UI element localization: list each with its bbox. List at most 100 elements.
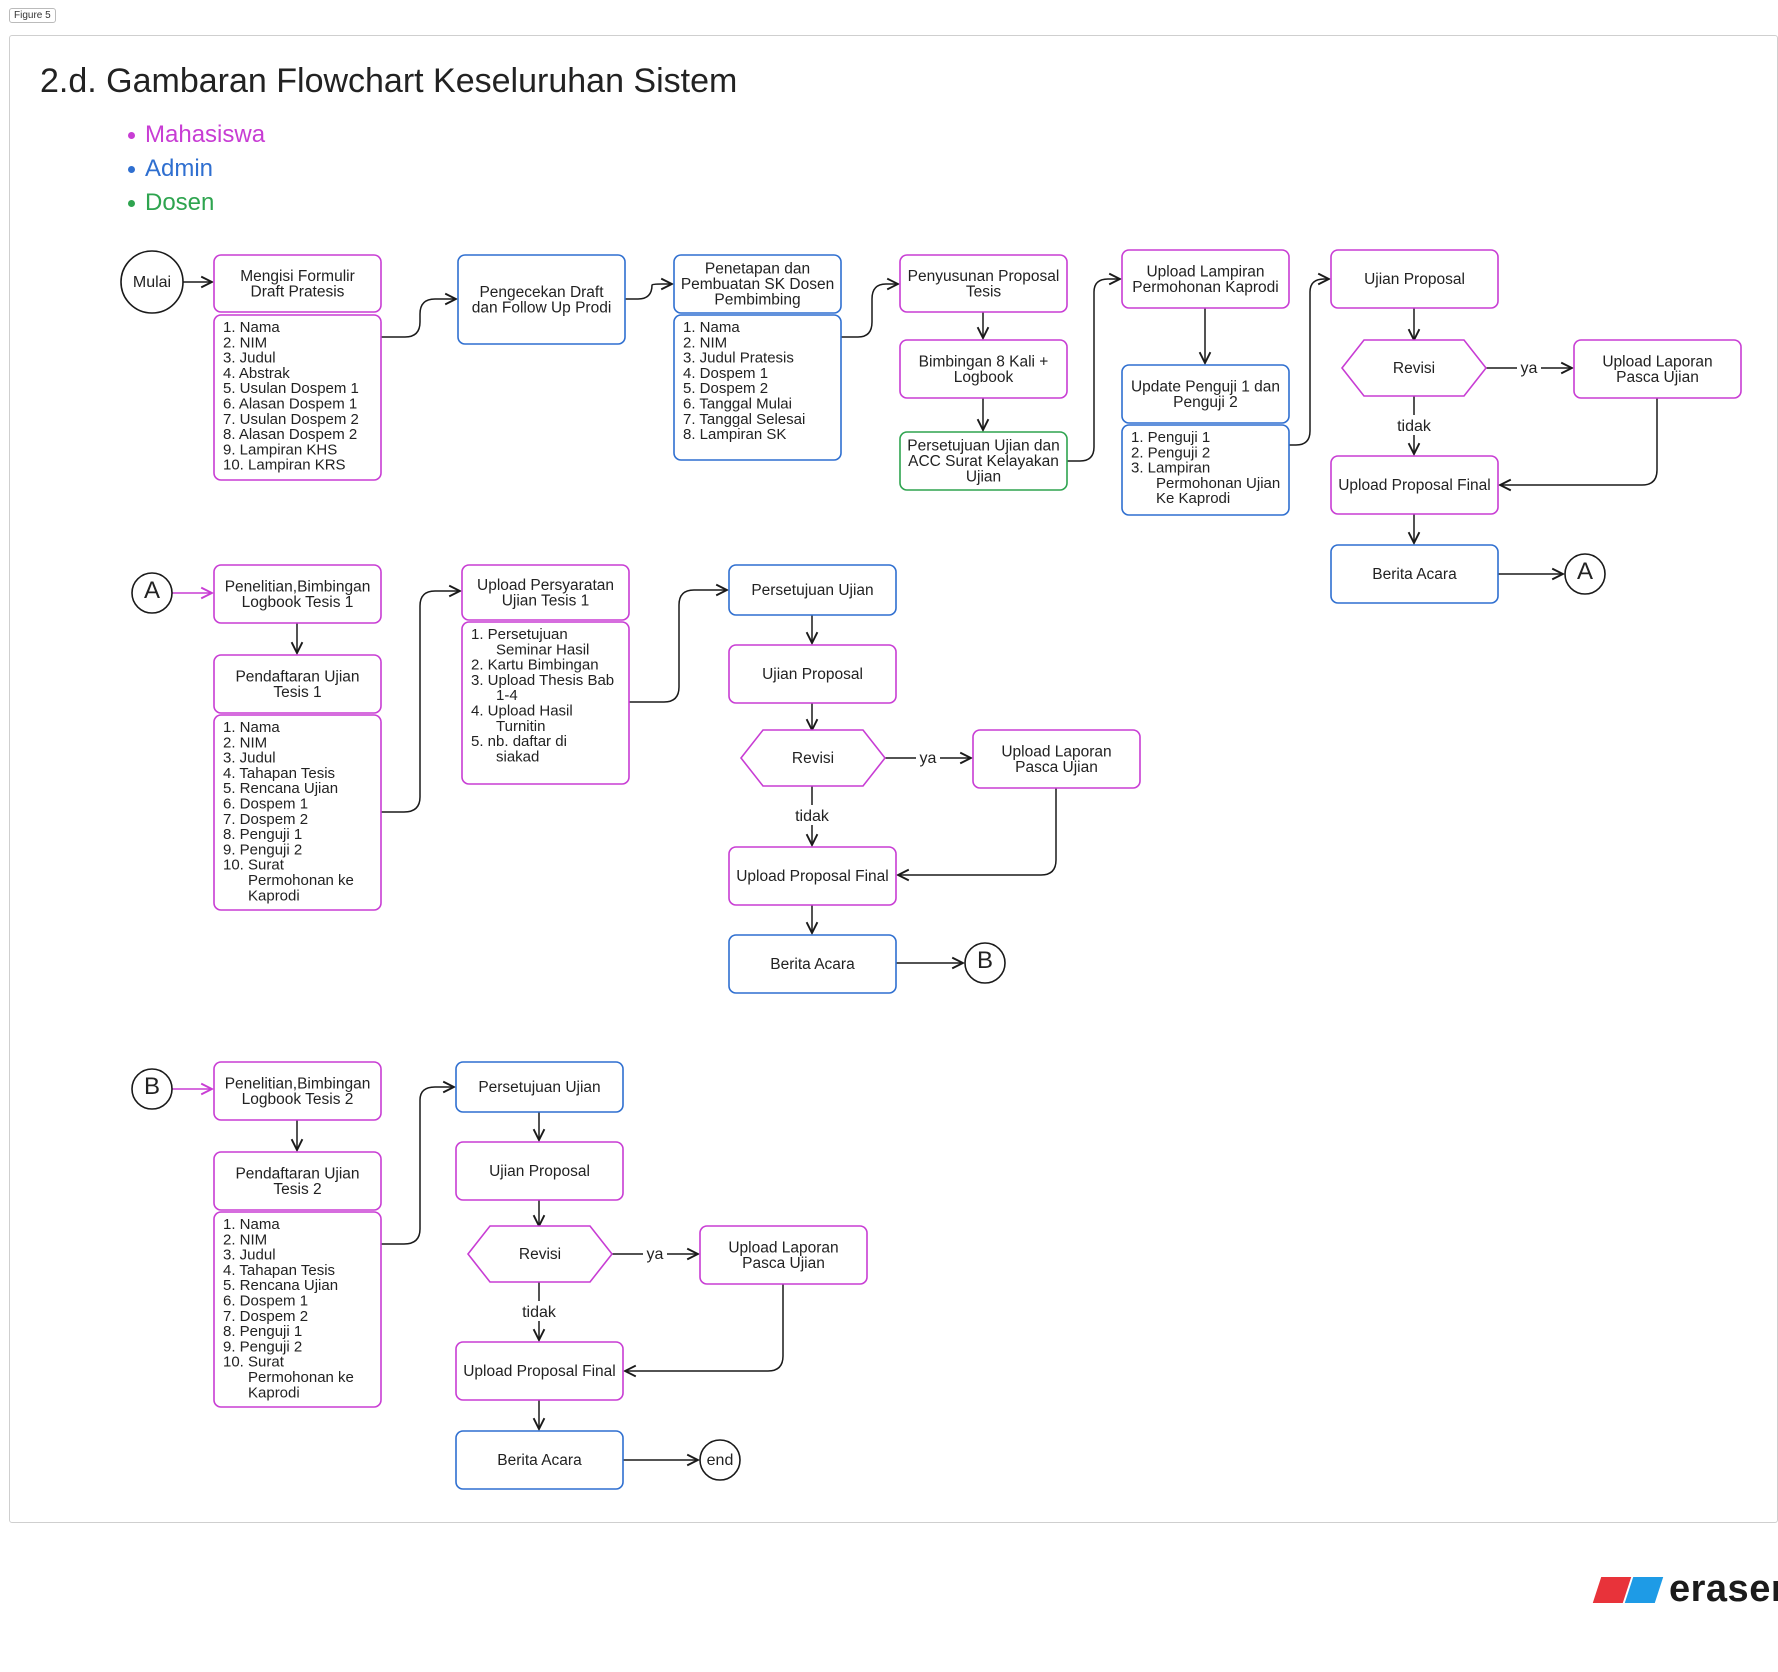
list-item-text: 5. Rencana Ujian [223, 780, 338, 797]
node-box [461, 621, 630, 785]
node-box [461, 564, 630, 621]
n-persetujuan3-node: Persetujuan Ujian [455, 1061, 624, 1113]
c-a-in-node: A [131, 572, 173, 614]
list-item-text: Kaprodi [248, 1384, 300, 1401]
list-item-text: 1. Persetujuan [471, 626, 568, 643]
edge-label-tidak: tidak [1397, 418, 1432, 435]
legend-item-dosen: Dosen [128, 186, 265, 220]
list-item-text: 4. Tahapan Tesis [223, 765, 335, 782]
node-label: Pembimbing [714, 292, 800, 309]
list-item-text: 3. Judul Pratesis [683, 350, 794, 367]
edge-label-ya: ya [647, 1246, 664, 1263]
connector-arrow [898, 788, 1057, 875]
node-label: Pendaftaran Ujian [235, 668, 359, 685]
node-label: Penelitian,Bimbingan [225, 578, 371, 595]
list-item-text: 2. NIM [683, 334, 727, 351]
connector-arrow [841, 284, 898, 338]
connectors [172, 279, 1658, 1460]
node-label: Upload Persyaratan [477, 577, 614, 594]
node-label: ACC Surat Kelayakan [908, 453, 1059, 470]
node-label: Ujian Proposal [489, 1163, 590, 1180]
list-item-text: 1-4 [496, 687, 518, 704]
eraser-logo-icon [1592, 1576, 1664, 1603]
node-label: Upload Proposal Final [736, 868, 889, 885]
list-item-text: 5. Dospem 2 [683, 380, 768, 397]
connector-circle [1564, 553, 1606, 595]
list-item-text: siakad [496, 748, 539, 765]
node-label: Upload Laporan [1001, 743, 1111, 760]
node-box [455, 1341, 624, 1401]
node-box [699, 1225, 868, 1285]
node-label: Pasca Ujian [1616, 369, 1699, 386]
node-box [728, 644, 897, 704]
node-label: Draft Pratesis [251, 283, 345, 300]
c-a-out-node: A [1564, 553, 1606, 595]
node-label: Ujian Tesis 1 [502, 592, 590, 609]
list-item-text: 6. Dospem 1 [223, 796, 308, 813]
node-box [899, 339, 1068, 399]
connector-arrow [381, 1087, 454, 1245]
node-label: Permohonan Kaprodi [1132, 279, 1279, 296]
node-label: end [707, 1452, 734, 1469]
node-box [728, 846, 897, 906]
edge-label-ya: ya [1521, 360, 1538, 377]
node-label: Upload Lampiran [1146, 263, 1264, 280]
list-item-text: 7. Dospem 2 [223, 1308, 308, 1325]
list-item-text: 5. Rencana Ujian [223, 1277, 338, 1294]
diagram-title: 2.d. Gambaran Flowchart Keseluruhan Sist… [40, 62, 738, 100]
node-label: Berita Acara [1372, 566, 1457, 583]
n-persetujuan2-node: Persetujuan Ujian [728, 564, 897, 616]
n-final3-node: Upload Proposal Final [455, 1341, 624, 1401]
node-box [455, 1141, 624, 1201]
connector-circle [699, 1439, 741, 1481]
list-item-text: 1. Nama [223, 319, 280, 336]
decision-shape [739, 729, 887, 787]
list-item-text: 7. Dospem 2 [223, 811, 308, 828]
figure-label: Figure 5 [9, 8, 56, 23]
list-item-text: 3. Lampiran [1131, 460, 1210, 477]
decision-shape [466, 1225, 614, 1283]
list-item-text: 8. Penguji 1 [223, 1323, 302, 1340]
list-item-text: 1. Nama [223, 719, 280, 736]
n-berita3-node: Berita Acara [455, 1430, 624, 1490]
connector-circle [120, 250, 184, 314]
node-box [972, 729, 1141, 789]
list-item-text: 4. Upload Hasil [471, 703, 573, 720]
list-item-text: 2. NIM [223, 1231, 267, 1248]
node-label: Pendaftaran Ujian [235, 1165, 359, 1182]
d-revisi3-node: Revisi [466, 1225, 614, 1283]
node-label: A [1577, 558, 1593, 585]
eraser-logo: eraser [1592, 1568, 1778, 1611]
connector-arrow [381, 299, 456, 338]
list-item-text: 9. Lampiran KHS [223, 441, 337, 458]
n-ujian1-node: Ujian Proposal [1330, 249, 1499, 309]
node-label: dan Follow Up Prodi [472, 299, 612, 316]
legend-item-mahasiswa: Mahasiswa [128, 118, 265, 152]
list-item-text: Seminar Hasil [496, 641, 589, 658]
list-item-text: 10. Surat [223, 857, 285, 874]
n-final2-node: Upload Proposal Final [728, 846, 897, 906]
node-box [1573, 339, 1742, 399]
list-item-text: 1. Penguji 1 [1131, 429, 1210, 446]
list-item-text: Kaprodi [248, 887, 300, 904]
node-label: Upload Laporan [728, 1239, 838, 1256]
list-item-text: 3. Judul [223, 350, 276, 367]
c-end-node: end [699, 1439, 741, 1481]
node-box [728, 934, 897, 994]
list-item-text: 4. Tahapan Tesis [223, 1262, 335, 1279]
list-item-text: 9. Penguji 2 [223, 1338, 302, 1355]
node-label: Pasca Ujian [1015, 759, 1098, 776]
connector-arrow [1500, 398, 1658, 485]
node-label: Mengisi Formulir [240, 268, 355, 285]
edge-label-bg [1392, 415, 1436, 435]
connector-arrow [1067, 279, 1120, 462]
node-box [457, 254, 626, 345]
